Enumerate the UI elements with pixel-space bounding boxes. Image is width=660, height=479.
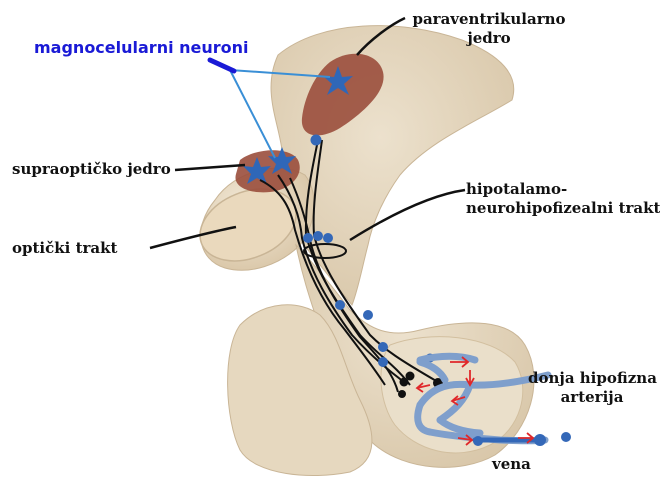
label-magnocellular-neurons: magnocelularni neuroni bbox=[34, 38, 249, 57]
label-supraoptic-nucleus: supraoptičko jedro bbox=[12, 160, 171, 179]
vein-dot-2 bbox=[561, 432, 571, 442]
label-inferior-hypophyseal-artery: donja hipofizna arterija bbox=[528, 369, 656, 407]
label-hypothalamo-line1: hipotalamo- bbox=[466, 180, 660, 199]
label-inferior-line1: donja hipofizna bbox=[528, 369, 656, 388]
magno-pointer-bar bbox=[210, 60, 234, 71]
label-inferior-line2: arterija bbox=[528, 388, 656, 407]
label-hypothalamo-neurohypophyseal-tract: hipotalamo- neurohipofizealni trakt bbox=[466, 180, 660, 218]
label-paraventricular-line2: jedro bbox=[406, 29, 572, 48]
vein-dot-1 bbox=[534, 434, 546, 446]
vein-dot-3 bbox=[473, 436, 483, 446]
label-paraventricular-line1: paraventrikularno bbox=[406, 10, 572, 29]
label-optic-tract: optički trakt bbox=[12, 239, 117, 258]
label-hypothalamo-line2: neurohipofizealni trakt bbox=[466, 199, 660, 218]
label-paraventricular-nucleus: paraventrikularno jedro bbox=[406, 10, 572, 48]
label-vein: vena bbox=[492, 455, 531, 474]
